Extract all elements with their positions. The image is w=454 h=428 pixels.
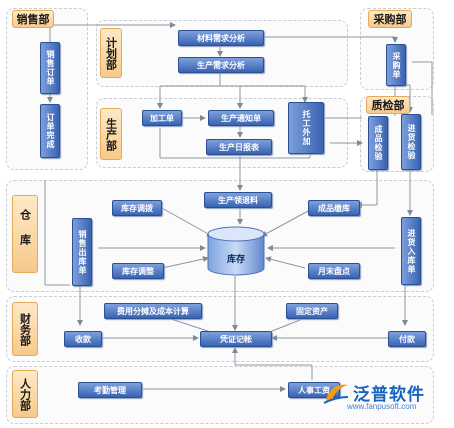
node-voucher[interactable]: 凭证记帐 — [200, 331, 272, 347]
dept-production: 生产部 — [100, 108, 122, 160]
node-stock-transfer[interactable]: 库存调拨 — [112, 200, 162, 216]
brand-logo: 泛普软件 — [322, 380, 425, 405]
node-fixed-assets[interactable]: 固定资产 — [286, 303, 338, 319]
node-product-store[interactable]: 成品缴库 — [308, 200, 360, 216]
node-production-notice[interactable]: 生产通知单 — [208, 110, 274, 126]
node-personnel-salary[interactable]: 人事工资 — [288, 382, 340, 398]
dept-plan: 计划部 — [100, 28, 122, 78]
node-product-inspect[interactable]: 成品检验 — [368, 116, 388, 170]
node-stock-adjust[interactable]: 库存调整 — [112, 263, 164, 279]
node-incoming-inspect[interactable]: 进货检验 — [401, 114, 421, 170]
inventory-database-icon — [207, 226, 265, 276]
node-outsource[interactable]: 托工外加 — [288, 102, 324, 154]
node-inventory[interactable]: 库存 — [226, 255, 245, 265]
node-production-pick[interactable]: 生产领退料 — [204, 192, 272, 208]
node-payment[interactable]: 付款 — [388, 331, 426, 347]
dept-finance: 财务部 — [12, 302, 38, 356]
dept-hr: 人力部 — [12, 370, 38, 418]
node-material-plan[interactable]: 材料需求分析 — [178, 30, 264, 46]
node-month-count[interactable]: 月末盘点 — [308, 263, 360, 279]
dept-sales: 销售部 — [12, 10, 54, 28]
dept-quality: 质检部 — [366, 96, 410, 114]
node-process-order[interactable]: 加工单 — [142, 110, 182, 126]
node-production-daily[interactable]: 生产日报表 — [206, 139, 272, 155]
node-purchase-order[interactable]: 采购单 — [386, 44, 406, 86]
dept-warehouse: 仓库 — [12, 195, 38, 273]
dept-purchase: 采购部 — [368, 10, 412, 28]
hr-panel — [6, 366, 434, 424]
node-order-complete[interactable]: 订单完成 — [40, 104, 60, 158]
brand-name: 泛普软件 — [353, 385, 425, 405]
finance-panel — [6, 296, 434, 362]
node-production-plan[interactable]: 生产需求分析 — [178, 57, 264, 73]
node-sales-order[interactable]: 销售订单 — [40, 42, 60, 94]
brand-url[interactable]: www.fanpusoft.com — [347, 402, 417, 411]
node-attendance[interactable]: 考勤管理 — [78, 382, 142, 398]
node-receipt[interactable]: 收款 — [64, 331, 102, 347]
fanpu-logo-icon — [323, 384, 349, 404]
node-sales-out[interactable]: 销售出库单 — [72, 218, 92, 286]
node-cost-allocation[interactable]: 费用分摊及成本计算 — [104, 303, 202, 319]
node-purchase-in[interactable]: 进货入库单 — [401, 217, 421, 285]
